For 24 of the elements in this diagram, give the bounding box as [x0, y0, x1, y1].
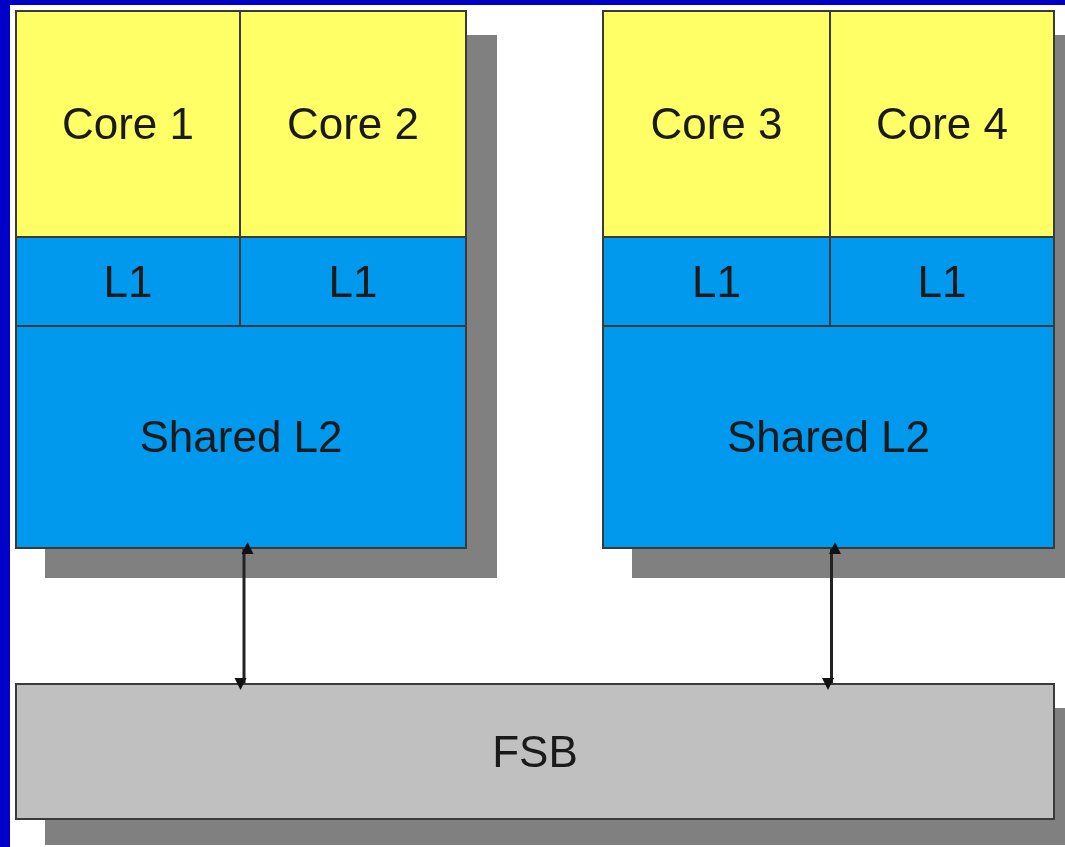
box-label: Core 1 — [61, 99, 195, 149]
box-label: Core 4 — [875, 99, 1009, 149]
cache-box — [602, 236, 831, 327]
cache-box — [829, 236, 1055, 327]
core-box — [239, 10, 467, 238]
box-label: FSB — [492, 726, 578, 777]
cache-box — [15, 325, 467, 549]
box-label: L1 — [917, 256, 967, 307]
box-label: Shared L2 — [726, 412, 931, 462]
double-arrow — [234, 542, 254, 690]
box-label: L1 — [692, 256, 741, 307]
core-box — [602, 10, 831, 238]
box-label: L1 — [328, 256, 378, 307]
core-box — [15, 10, 241, 238]
cache-box — [15, 236, 241, 327]
cache-box — [239, 236, 467, 327]
double-arrow — [822, 542, 841, 690]
box-label: Core 2 — [286, 99, 420, 149]
core-box — [829, 10, 1055, 238]
bus-box — [15, 683, 1055, 820]
box-label: Shared L2 — [139, 412, 343, 462]
box-label: Core 3 — [650, 99, 783, 149]
box-label: L1 — [103, 256, 153, 307]
cache-box — [602, 325, 1055, 549]
